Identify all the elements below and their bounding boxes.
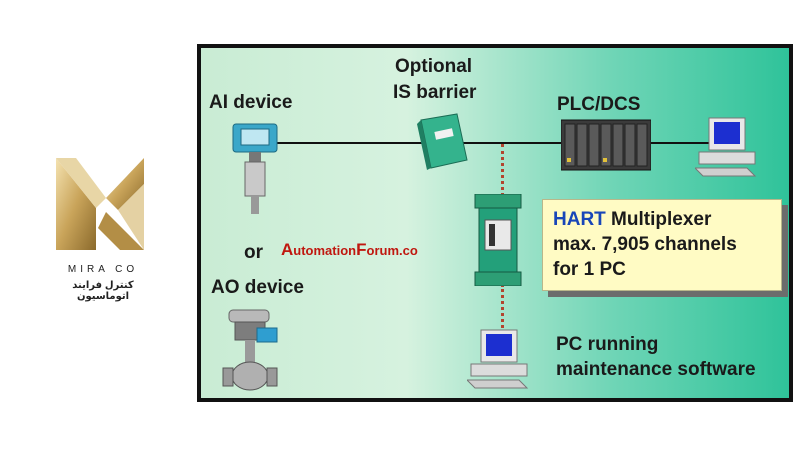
plc-dcs-label: PLC/DCS (557, 94, 641, 115)
is-barrier-icon (417, 113, 468, 170)
pc-running-label: PC running (556, 334, 659, 355)
is-barrier-label: IS barrier (393, 82, 477, 103)
dotted-wire-bottom (501, 284, 504, 334)
hart-word: HART (553, 209, 606, 230)
hart-diagram-slide: AI device Optional IS barrier PLC/DCS or… (197, 44, 793, 402)
maintenance-software-label: maintenance software (556, 359, 756, 380)
multiplexer-word: Multiplexer (605, 209, 712, 230)
ai-device-label: AI device (209, 92, 293, 113)
channels-text: max. 7,905 channels (553, 234, 737, 255)
pc-top-icon (695, 117, 757, 177)
or-label: or (244, 242, 263, 263)
automation-forum-watermark: AutomationForum.co (281, 240, 418, 259)
ao-device-label: AO device (211, 277, 304, 298)
brand-subtitle: کنترل فرایند اتوماسیون (72, 280, 134, 302)
plc-dcs-rack-icon (561, 119, 651, 171)
transmitter-icon (232, 123, 278, 214)
mira-co-logo (56, 158, 144, 250)
dotted-wire-top (501, 144, 504, 196)
hart-multiplexer-icon (474, 194, 522, 286)
bus-wire (271, 142, 741, 144)
control-valve-icon (222, 309, 278, 391)
pc-maintenance-icon (467, 329, 529, 389)
brand-name: MIRA CO (67, 264, 139, 275)
hart-multiplexer-callout: HART Multiplexer max. 7,905 channels for… (542, 199, 782, 291)
for-pc-text: for 1 PC (553, 259, 626, 280)
optional-label: Optional (395, 56, 473, 77)
